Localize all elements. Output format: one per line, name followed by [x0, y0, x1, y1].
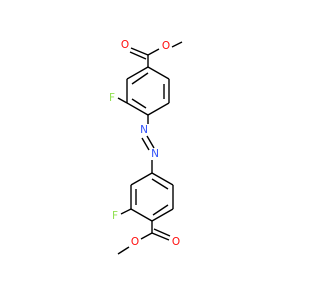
- bond: [129, 51, 147, 60]
- atom-n-upper: N: [140, 124, 148, 136]
- bond: [130, 47, 149, 56]
- bond: [147, 66, 170, 80]
- bond: [131, 72, 149, 85]
- bond: [153, 228, 171, 237]
- bond: [131, 98, 147, 109]
- bond: [152, 204, 169, 216]
- atom-o-carbonyl-bottom: O: [172, 236, 180, 248]
- atom-f-top: F: [109, 92, 115, 104]
- bond: [117, 246, 130, 255]
- bond: [140, 232, 153, 240]
- bond: [117, 97, 128, 104]
- bond: [146, 135, 155, 149]
- bond: [120, 208, 132, 215]
- bond: [126, 102, 149, 116]
- bond: [147, 102, 170, 116]
- bond: [147, 48, 160, 56]
- atom-o-carbonyl-top: O: [121, 39, 129, 51]
- atom-n-lower: N: [151, 148, 159, 160]
- bond: [151, 178, 169, 190]
- atom-f-bottom: F: [112, 210, 118, 222]
- atom-o-ester-top: O: [162, 40, 170, 52]
- bond: [130, 208, 153, 222]
- bond: [141, 137, 150, 151]
- bond: [171, 41, 183, 48]
- bond: [130, 172, 153, 186]
- bond: [151, 172, 174, 186]
- bond: [126, 66, 149, 80]
- atom-o-ester-bottom: O: [131, 236, 139, 248]
- bond: [151, 208, 174, 222]
- bond: [151, 232, 170, 241]
- molecule-diagram: O O F N N F O O: [109, 39, 183, 255]
